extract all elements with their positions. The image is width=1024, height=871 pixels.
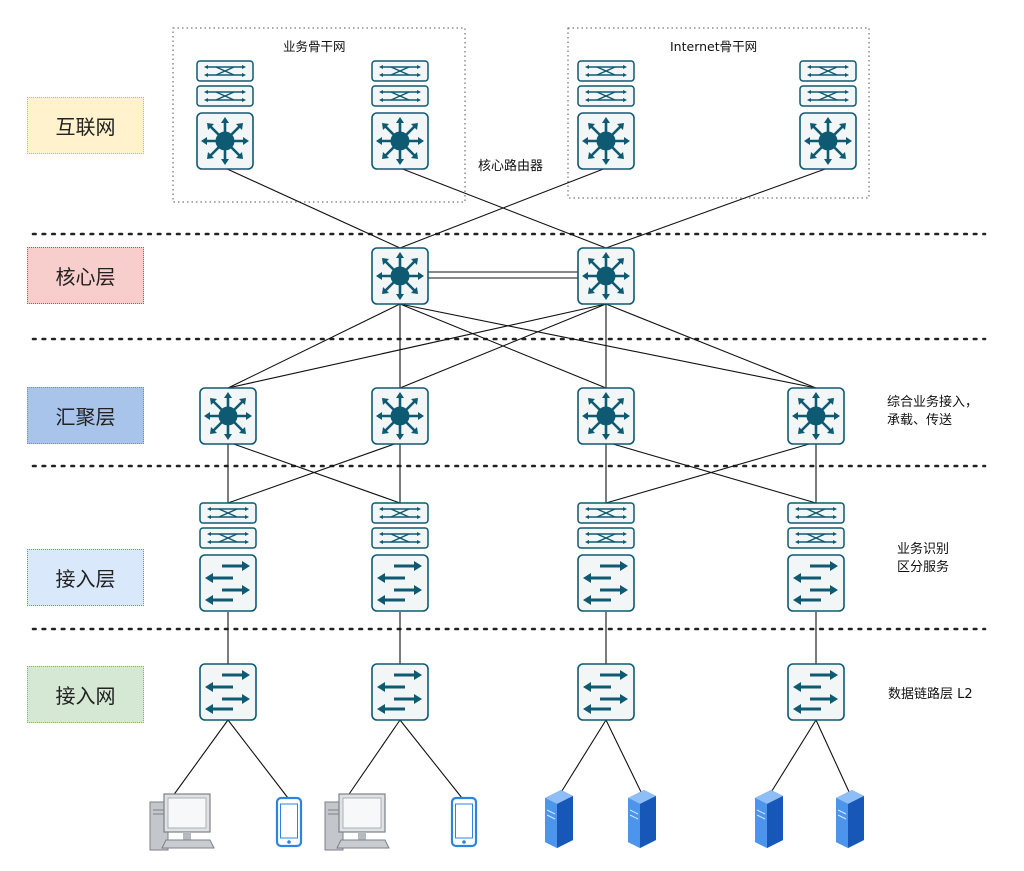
aggregation-router-icon bbox=[786, 386, 846, 446]
phone-icon bbox=[275, 796, 303, 848]
access-switch-icon bbox=[370, 553, 430, 613]
internet-backbone-group bbox=[567, 27, 870, 199]
access-device-4 bbox=[786, 502, 846, 613]
access-switch-icon bbox=[576, 662, 636, 722]
layer-label-internet: 互联网 bbox=[27, 97, 144, 154]
network-note: 数据链路层 L2 bbox=[888, 687, 973, 702]
optical-module-icon bbox=[799, 60, 857, 82]
core-router-icon bbox=[195, 111, 255, 171]
aggregation-router-icon bbox=[576, 386, 636, 446]
server-icon bbox=[544, 789, 574, 849]
access-note: 业务识别 区分服务 bbox=[897, 542, 950, 575]
optical-module-icon bbox=[371, 60, 429, 82]
optical-module-icon bbox=[787, 527, 845, 549]
access-switch-icon bbox=[786, 553, 846, 613]
optical-module-icon bbox=[371, 85, 429, 107]
pc-icon bbox=[149, 793, 215, 851]
optical-module-icon bbox=[196, 60, 254, 82]
optical-module-icon bbox=[196, 85, 254, 107]
core-router-icon bbox=[798, 111, 858, 171]
layer-label-core: 核心层 bbox=[27, 247, 144, 304]
access-device-1 bbox=[198, 502, 258, 613]
server-icon bbox=[627, 789, 657, 849]
core-router-note: 核心路由器 bbox=[478, 159, 544, 174]
aggregation-router-icon bbox=[370, 386, 430, 446]
layer-label-access: 接入层 bbox=[27, 549, 144, 606]
aggregation-router-icon bbox=[198, 386, 258, 446]
optical-module-icon bbox=[371, 527, 429, 549]
layer-label-aggregation: 汇聚层 bbox=[27, 387, 144, 444]
access-switch-icon bbox=[370, 662, 430, 722]
optical-module-icon bbox=[577, 85, 635, 107]
business-backbone-router-2 bbox=[370, 60, 430, 171]
layer-label-access-network: 接入网 bbox=[27, 666, 144, 723]
business-backbone-title: 业务骨干网 bbox=[283, 39, 346, 54]
optical-module-icon bbox=[371, 502, 429, 524]
optical-module-icon bbox=[577, 527, 635, 549]
connections bbox=[169, 167, 851, 801]
core-router-icon bbox=[576, 246, 636, 306]
optical-module-icon bbox=[799, 85, 857, 107]
optical-module-icon bbox=[199, 502, 257, 524]
optical-module-icon bbox=[199, 527, 257, 549]
optical-module-icon bbox=[787, 502, 845, 524]
business-backbone-group bbox=[172, 27, 466, 203]
server-icon bbox=[835, 789, 865, 849]
access-switch-icon bbox=[198, 662, 258, 722]
access-device-3 bbox=[576, 502, 636, 613]
access-device-2 bbox=[370, 502, 430, 613]
optical-module-icon bbox=[577, 60, 635, 82]
core-router-icon bbox=[370, 246, 430, 306]
internet-backbone-router-1 bbox=[576, 60, 636, 171]
aggregation-note: 综合业务接入， 承载、传送 bbox=[887, 395, 979, 428]
access-switch-icon bbox=[576, 553, 636, 613]
internet-backbone-router-2 bbox=[798, 60, 858, 171]
server-icon bbox=[754, 789, 784, 849]
access-switch-icon bbox=[198, 553, 258, 613]
pc-icon bbox=[324, 793, 390, 851]
access-switch-icon bbox=[786, 662, 846, 722]
optical-module-icon bbox=[577, 502, 635, 524]
business-backbone-router-1 bbox=[195, 60, 255, 171]
core-router-icon bbox=[370, 111, 430, 171]
phone-icon bbox=[450, 796, 478, 848]
core-router-icon bbox=[576, 111, 636, 171]
internet-backbone-title: Internet骨干网 bbox=[670, 39, 758, 54]
